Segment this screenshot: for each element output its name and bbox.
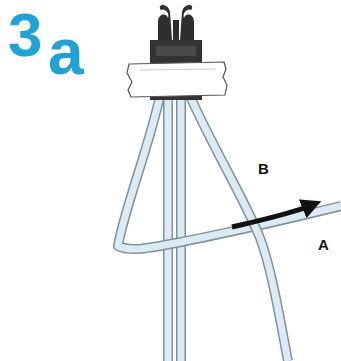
cord-fill [178, 96, 185, 361]
direction-arrow [232, 205, 312, 227]
cord-outline [176, 96, 186, 361]
buckle-slot [156, 46, 196, 56]
buckle-prong [158, 5, 172, 40]
cord-label: A [318, 237, 329, 252]
cord-b [190, 96, 288, 361]
tape [127, 62, 227, 97]
tape-crease [140, 69, 215, 70]
step-number: 3 [8, 4, 42, 66]
cord-fill [165, 96, 172, 361]
cord-fill [190, 96, 288, 361]
buckle-center-bar [173, 20, 179, 42]
cord-outline [163, 96, 173, 361]
center-strands [168, 96, 181, 361]
cord-label: B [258, 161, 269, 176]
step-letter: a [48, 20, 84, 84]
cord-outline [190, 96, 288, 361]
buckle-prong [180, 5, 194, 40]
